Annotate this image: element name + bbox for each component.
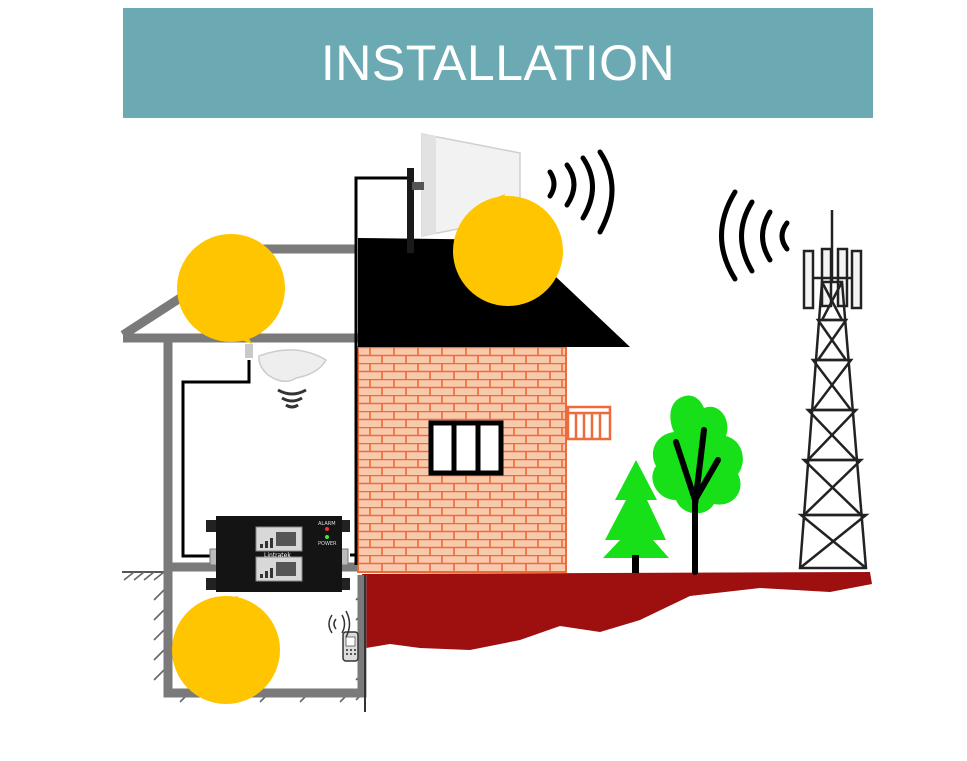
title-banner: INSTALLATION (123, 8, 873, 118)
tree-large (652, 395, 743, 575)
callout-bubble-outdoor-antenna (453, 194, 563, 306)
tower-signal-wave-icon (719, 189, 790, 282)
indoor-cable (181, 360, 251, 558)
mobile-phone-icon (328, 610, 359, 662)
signal-booster-icon: ALARM POWER Lintratek (206, 516, 350, 592)
power-label: POWER (318, 541, 337, 547)
callout-bubble-indoor-antenna (177, 234, 285, 344)
booster-brand: Lintratek (264, 552, 291, 559)
tree-small (603, 460, 669, 573)
signal-wave-icon (547, 149, 615, 235)
ceiling-antenna-icon (245, 344, 328, 409)
balcony-railing (566, 405, 612, 441)
cell-tower-icon (797, 210, 870, 570)
callout-bubble-booster (172, 596, 280, 704)
coax-cable (350, 176, 408, 565)
alarm-label: ALARM (318, 521, 336, 527)
window (428, 420, 504, 476)
page-title: INSTALLATION (320, 35, 676, 91)
